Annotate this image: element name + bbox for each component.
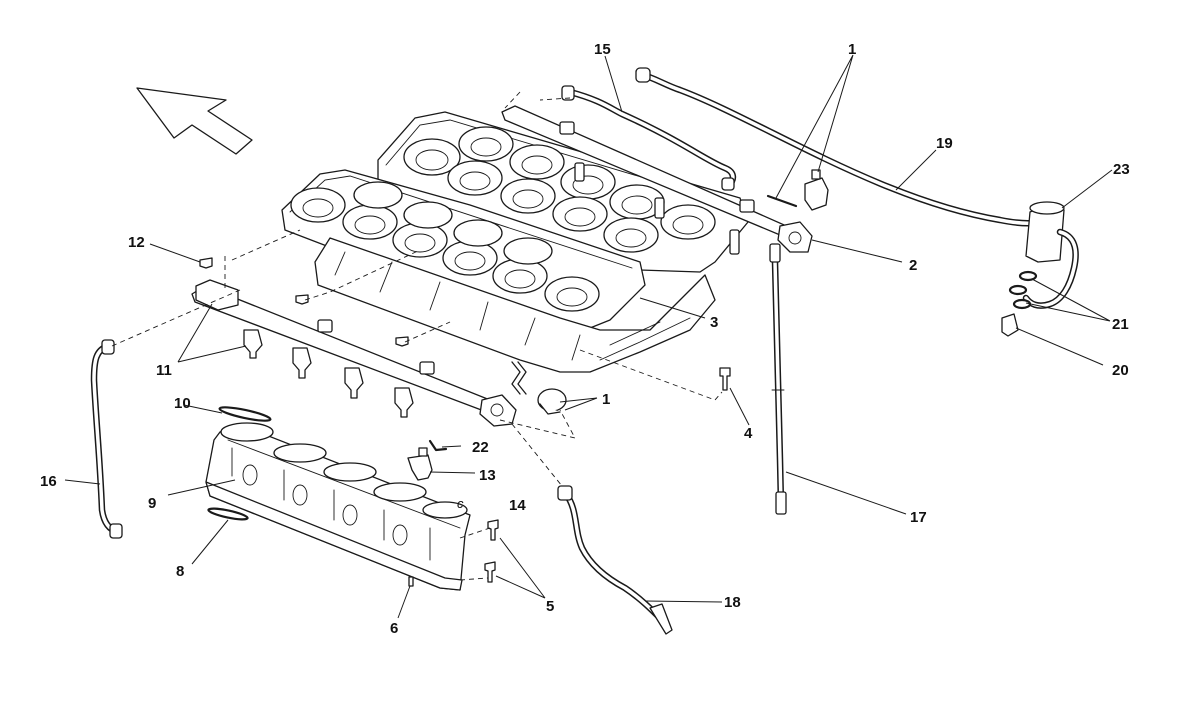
callout-4: 4: [744, 425, 753, 442]
callout-1-upper: 1: [848, 41, 856, 58]
fuel-hose-17: [769, 243, 787, 515]
callout-17: 17: [910, 509, 927, 526]
callout-21: 21: [1112, 316, 1129, 333]
pressure-regulator-upper: [766, 169, 829, 211]
callout-19: 19: [936, 135, 953, 152]
sealing-washers: [1008, 270, 1038, 310]
small-c-mark: c: [457, 496, 464, 511]
callout-13: 13: [479, 467, 496, 484]
gasket-upper: [218, 406, 272, 422]
callout-5: 5: [546, 598, 554, 615]
fuel-hose-15: [561, 85, 737, 191]
callout-12: 12: [128, 234, 145, 251]
callout-6: 6: [390, 620, 398, 637]
callout-10: 10: [174, 395, 191, 412]
banjo-bolt: [1001, 313, 1019, 337]
callout-9: 9: [148, 495, 156, 512]
fuel-hose-18: [557, 485, 673, 635]
callout-11: 11: [156, 362, 172, 379]
callout-23: 23: [1113, 161, 1130, 178]
gasket-lower: [207, 507, 249, 521]
fuel-filter: [1022, 201, 1079, 309]
callout-1-lower: 1: [602, 391, 610, 408]
callout-2: 2: [909, 257, 917, 274]
bolt-4: [719, 367, 731, 391]
callout-15: 15: [594, 41, 611, 58]
assembly-lines: [111, 91, 723, 581]
bolts-12: [199, 257, 409, 347]
rear-fuel-rail: [501, 105, 813, 255]
fuel-hose-16: [90, 339, 123, 539]
fuel-injectors: [243, 329, 414, 418]
callout-16: 16: [40, 473, 57, 490]
intake-manifold: [281, 111, 749, 373]
pin-6: [408, 576, 414, 587]
direction-arrow-icon: [136, 87, 253, 155]
callout-3: 3: [710, 314, 718, 331]
callout-20: 20: [1112, 362, 1129, 379]
callout-labels: 1 1 2 3 4 5 6 8 9 10 11 12 13 14 15 16 1…: [40, 41, 1130, 637]
front-trumpets: [290, 181, 600, 312]
plenum-lower-half: [205, 422, 471, 591]
pressure-regulator-lower: [511, 361, 567, 415]
leader-lines: [64, 54, 1113, 619]
fuel-hose-19: [635, 67, 1044, 227]
callout-8: 8: [176, 563, 184, 580]
callout-22: 22: [472, 439, 489, 456]
front-fuel-rail: [191, 279, 517, 427]
callout-18: 18: [724, 594, 741, 611]
callout-14: 14: [509, 497, 526, 514]
single-injector: [407, 439, 448, 481]
